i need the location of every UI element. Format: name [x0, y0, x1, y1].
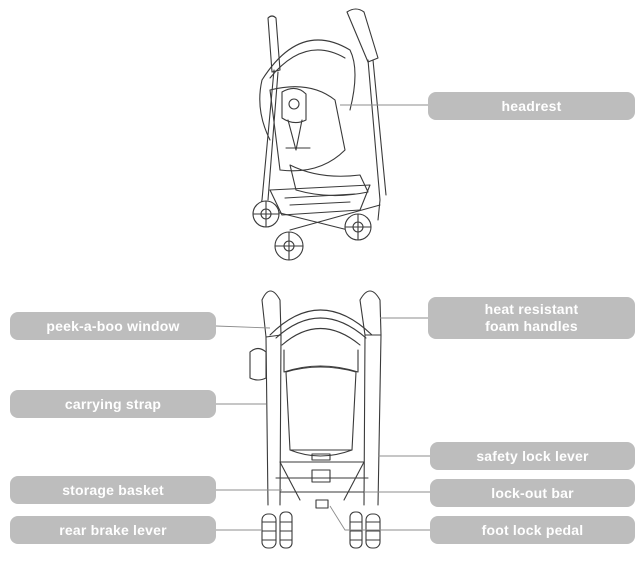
label-headrest: headrest — [428, 92, 635, 120]
label-heat-resistant-line2: foam handles — [485, 318, 578, 334]
wheel — [261, 513, 277, 549]
label-foot-lock-pedal: foot lock pedal — [430, 516, 635, 544]
label-heat-resistant-foam-handles: heat resistant foam handles — [428, 297, 635, 339]
label-rear-brake-lever: rear brake lever — [10, 516, 216, 544]
wheel — [365, 513, 381, 549]
label-safety-lock-lever: safety lock lever — [430, 442, 635, 470]
wheel — [252, 200, 280, 228]
stroller-front-view — [215, 290, 430, 549]
stroller-angled-view — [252, 8, 430, 261]
label-storage-basket: storage basket — [10, 476, 216, 504]
label-heat-resistant-line1: heat resistant — [484, 301, 579, 317]
wheel — [274, 231, 304, 261]
wheel — [344, 213, 372, 241]
label-carrying-strap: carrying strap — [10, 390, 216, 418]
label-peek-a-boo-window: peek-a-boo window — [10, 312, 216, 340]
label-lock-out-bar: lock-out bar — [430, 479, 635, 507]
wheel — [279, 511, 293, 549]
